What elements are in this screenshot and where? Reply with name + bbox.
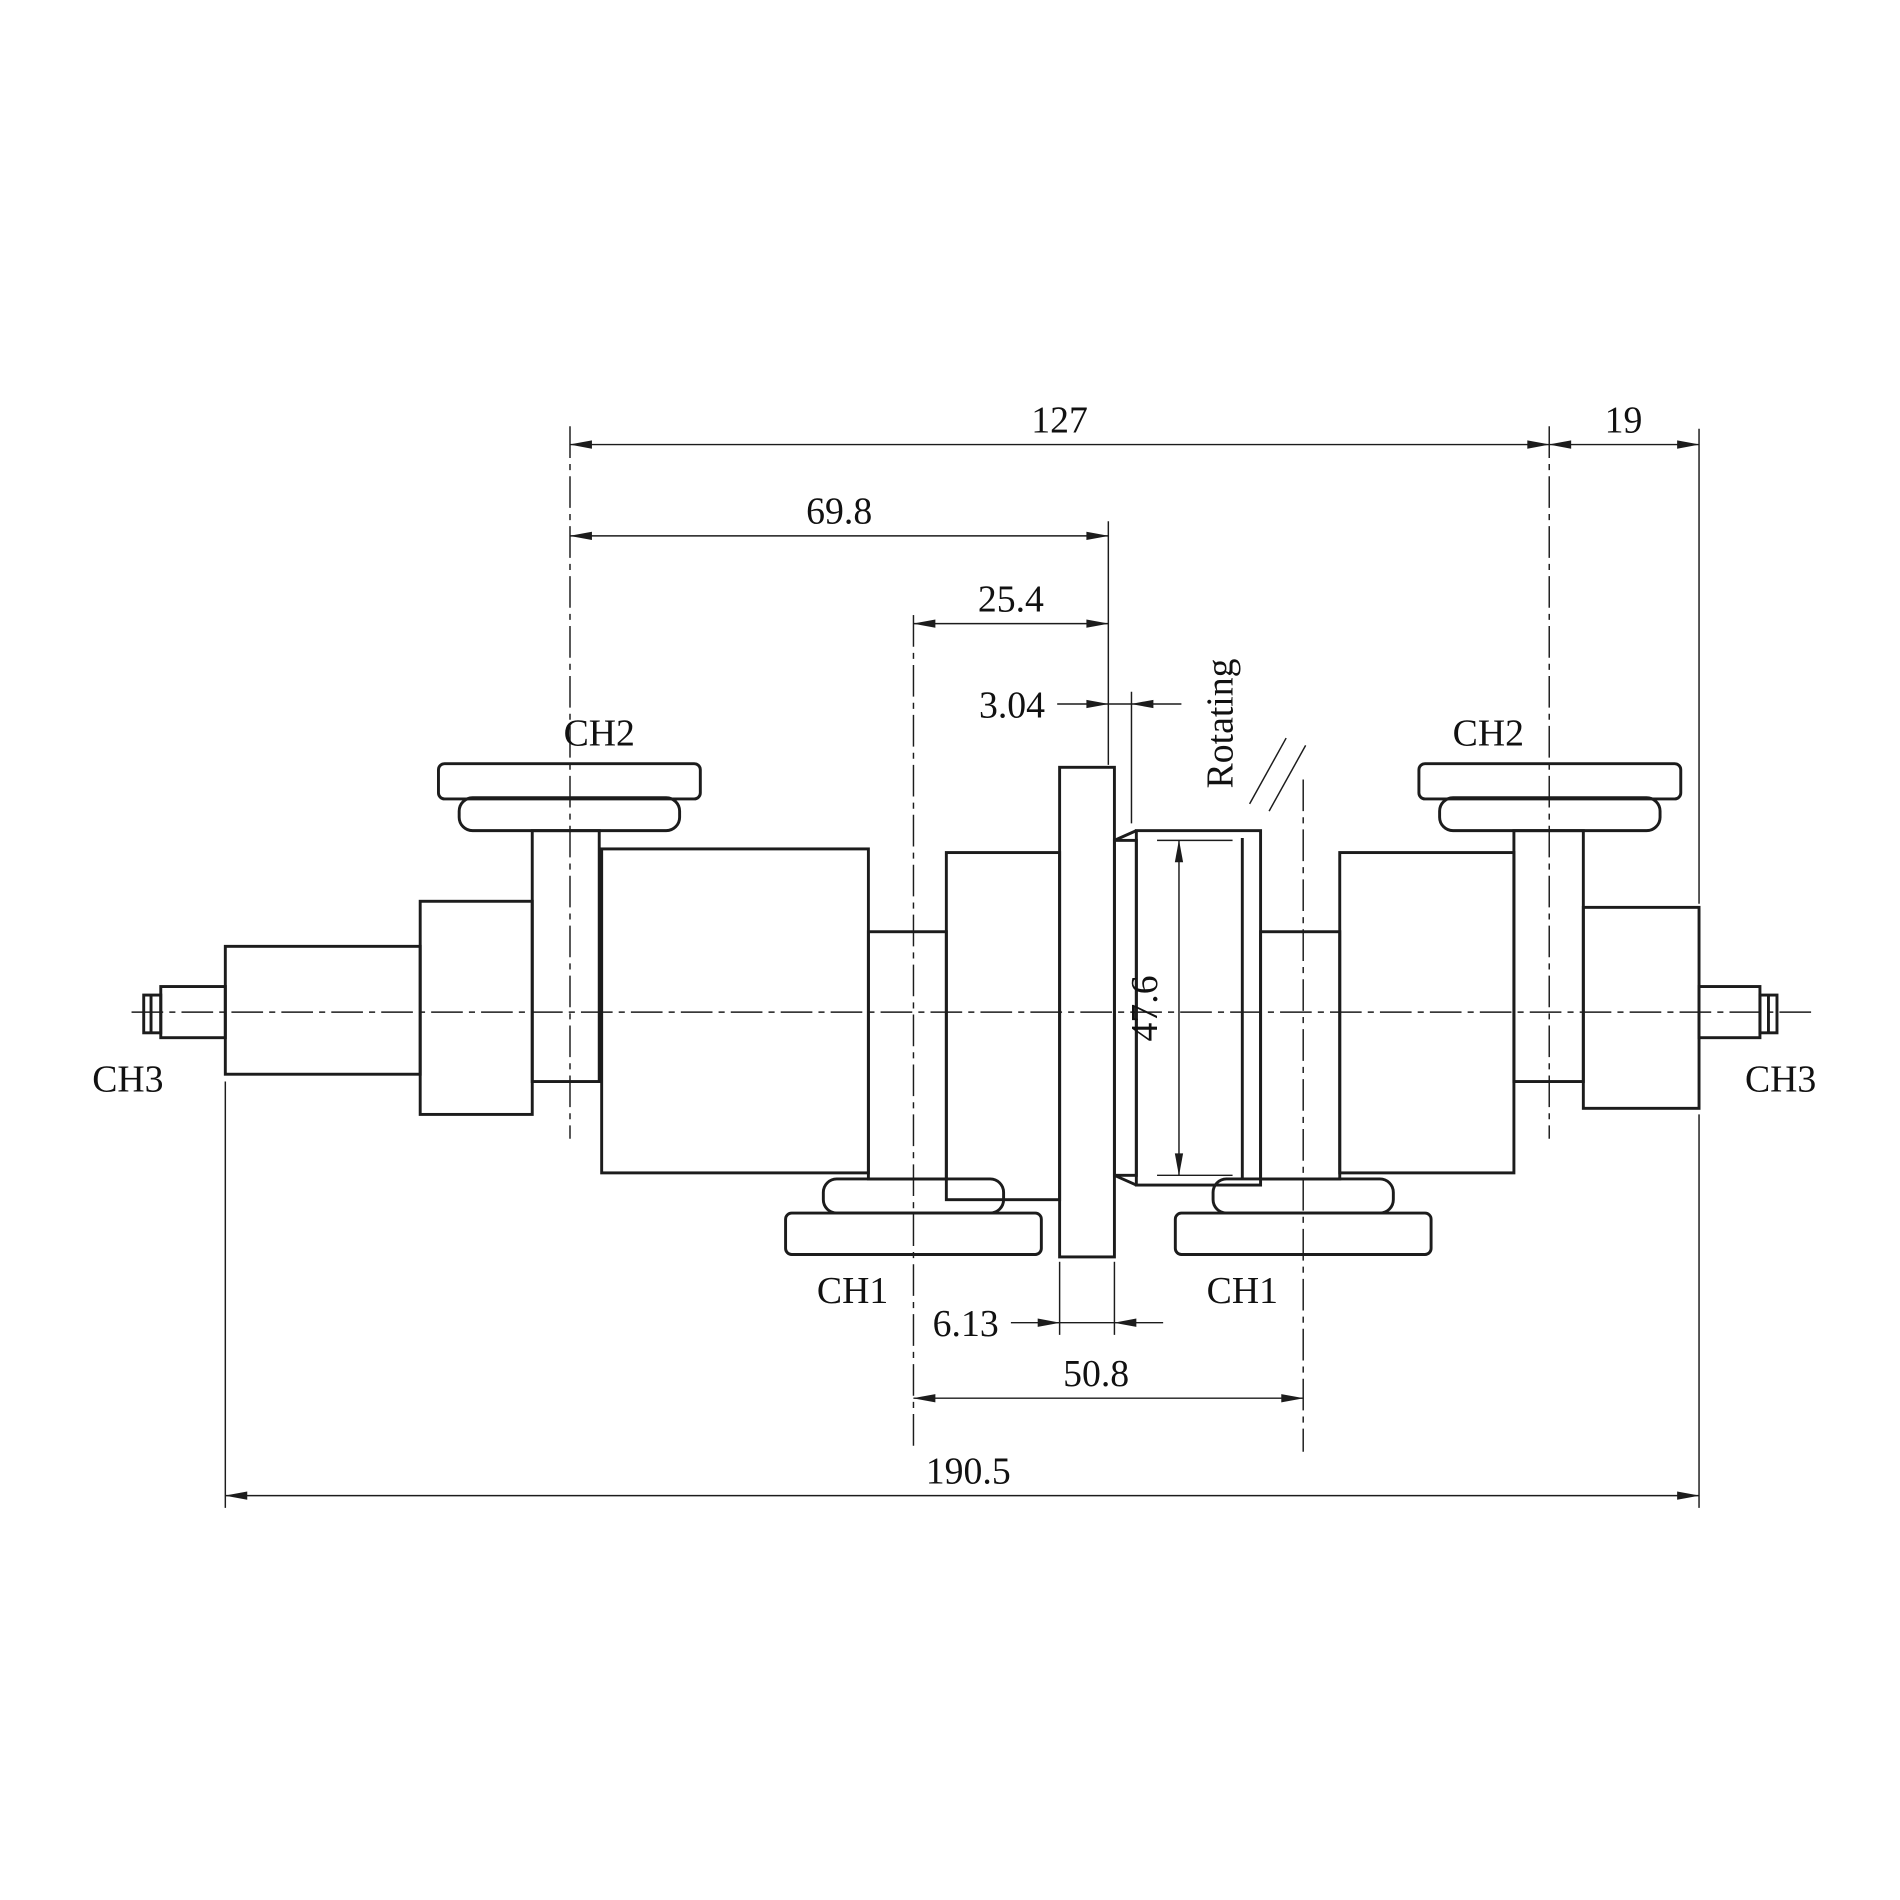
label-rotating: Rotating — [1200, 658, 1242, 788]
lip-chamfer-top — [1113, 829, 1137, 842]
left-ch1-journal — [866, 930, 948, 1181]
dim-label-6-13: 6.13 — [933, 1303, 999, 1345]
rotating-leader-mark-2 — [1268, 745, 1307, 812]
centerlines — [131, 426, 1813, 1452]
dim-label-19: 19 — [1605, 399, 1643, 441]
dim-label-190-5: 190.5 — [926, 1450, 1011, 1492]
dim-label-47-6: 47.6 — [1124, 975, 1166, 1041]
lip-chamfer-bottom — [1113, 1173, 1137, 1187]
left-ch3-block — [223, 944, 422, 1076]
label-ch2-left: CH2 — [564, 712, 635, 754]
right-ch3-block — [1581, 905, 1701, 1110]
label-ch2-right: CH2 — [1453, 712, 1524, 754]
dim-label-127: 127 — [1031, 399, 1088, 441]
label-ch3-left: CH3 — [92, 1058, 163, 1100]
left-step-block — [418, 899, 534, 1116]
right-ch1-flange-cap — [1173, 1211, 1433, 1256]
dim-label-3-04: 3.04 — [979, 684, 1045, 726]
rotating-leader-mark-1 — [1248, 737, 1287, 805]
label-ch3-right: CH3 — [1745, 1058, 1816, 1100]
shaft-outline — [142, 762, 1779, 1259]
left-ch1-flange-cap — [784, 1211, 1043, 1256]
dimension-labels: 127 19 69.8 25.4 3.04 47.6 6.13 50.8 190… — [806, 399, 1642, 1492]
label-ch1-left: CH1 — [817, 1270, 888, 1312]
journal-section-lip — [1112, 838, 1138, 1177]
left-ch2-flange-tier — [457, 796, 682, 833]
label-ch1-right: CH1 — [1207, 1270, 1278, 1312]
channel-labels: CH2 CH2 CH1 CH1 CH3 CH3 Rotating — [92, 658, 1816, 1312]
right-ch2-flange-tier — [1438, 796, 1662, 833]
dimension-lines — [224, 440, 1700, 1500]
right-ch1-journal — [1259, 930, 1342, 1181]
dim-label-50-8: 50.8 — [1063, 1353, 1129, 1395]
left-ch2-stem — [530, 829, 601, 1083]
left-main-body — [600, 847, 870, 1175]
extension-lines — [224, 428, 1700, 1508]
center-left-block — [944, 851, 1062, 1202]
dim-label-25-4: 25.4 — [978, 578, 1044, 620]
dim-label-69-8: 69.8 — [806, 491, 872, 533]
